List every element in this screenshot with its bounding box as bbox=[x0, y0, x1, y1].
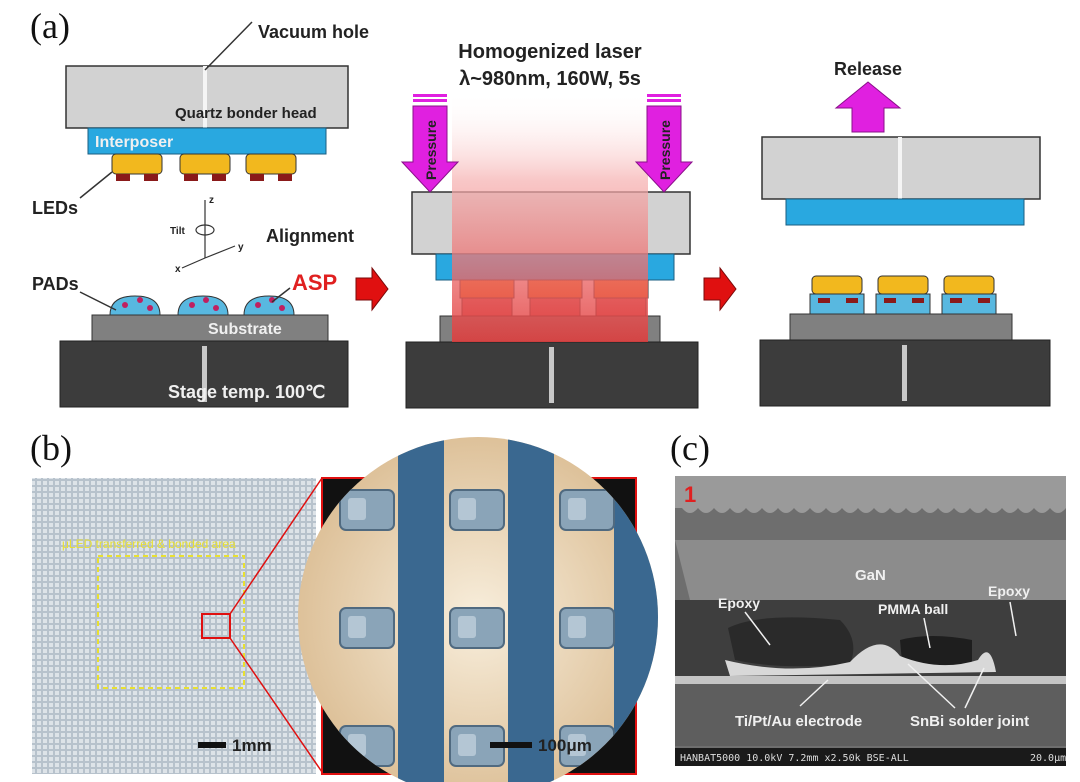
electrode-label: Ti/Pt/Au electrode bbox=[735, 713, 862, 730]
axis-z: z bbox=[209, 195, 214, 206]
led-array-image bbox=[32, 478, 316, 774]
process-arrow-2 bbox=[703, 266, 737, 312]
stage-vacuum-line bbox=[202, 346, 207, 402]
pads-group bbox=[109, 295, 295, 316]
led-bump bbox=[184, 174, 198, 181]
vacuum-hole-label: Vacuum hole bbox=[258, 22, 369, 42]
stage-vacuum-line-3 bbox=[902, 345, 907, 401]
sem-number: 1 bbox=[684, 482, 696, 507]
stage-temp-label: Stage temp. 100℃ bbox=[168, 382, 325, 402]
solder-label: SnBi solder joint bbox=[910, 713, 1029, 730]
panel-label-a: (a) bbox=[30, 6, 70, 46]
step-1: Vacuum hole Quartz bonder head Interpose… bbox=[32, 21, 369, 408]
pmma-label: PMMA ball bbox=[878, 601, 948, 617]
process-arrow-1 bbox=[355, 266, 389, 312]
panel-label-b: (b) bbox=[30, 428, 72, 468]
zoom-line-top bbox=[229, 477, 323, 615]
solder-leader-1 bbox=[907, 663, 956, 709]
panel-label-c: (c) bbox=[670, 428, 710, 468]
laser-line-1: Homogenized laser bbox=[458, 41, 642, 63]
panel-a: (a) Vacuum hole Quartz bonder head Inter… bbox=[30, 6, 1051, 409]
scale-label-1: 1mm bbox=[232, 736, 272, 755]
vacuum-channel bbox=[203, 66, 207, 128]
substrate bbox=[91, 314, 329, 342]
pressure-label-left: Pressure bbox=[423, 120, 439, 180]
asp-paste bbox=[177, 295, 229, 316]
led-bump bbox=[116, 174, 130, 181]
interposer bbox=[87, 127, 327, 155]
epoxy-label-right: Epoxy bbox=[988, 583, 1030, 599]
sem-footer-scale: 20.0μm bbox=[1030, 753, 1066, 764]
bonded-area-box bbox=[97, 555, 245, 689]
epoxy-leader-left bbox=[744, 611, 771, 646]
zoom-line-bottom bbox=[229, 637, 323, 773]
led-bump bbox=[250, 174, 264, 181]
sem-top-layer bbox=[675, 476, 1066, 513]
epoxy-label-left: Epoxy bbox=[718, 595, 760, 611]
panel-b: (b) μLED transferred & bonded area 1mm bbox=[30, 428, 658, 782]
sem-electrode bbox=[675, 676, 1066, 684]
axis-y: y bbox=[238, 242, 244, 253]
sem-solder-joint bbox=[725, 644, 996, 676]
asp-paste bbox=[109, 295, 161, 316]
leds-label: LEDs bbox=[32, 198, 78, 218]
led-chip bbox=[179, 153, 231, 175]
axes-icon: z y x Tilt bbox=[170, 195, 244, 275]
sem-gan-layer bbox=[675, 540, 1066, 600]
led-chip bbox=[245, 153, 297, 175]
asp-label: ASP bbox=[292, 270, 337, 295]
scale-bar-2 bbox=[490, 742, 532, 748]
led-bump bbox=[212, 174, 226, 181]
sem-pmma-ball bbox=[900, 636, 972, 667]
led-bump bbox=[278, 174, 292, 181]
leds-group bbox=[111, 153, 297, 181]
vacuum-channel-3 bbox=[898, 137, 902, 199]
led-bump bbox=[144, 174, 158, 181]
bonder-head-label: Quartz bonder head bbox=[175, 105, 317, 122]
sem-footer-bar bbox=[675, 748, 1066, 766]
gan-label: GaN bbox=[855, 567, 886, 584]
alignment-label: Alignment bbox=[266, 226, 354, 246]
scale-bar-1 bbox=[198, 742, 226, 748]
interposer-label: Interposer bbox=[95, 134, 173, 151]
pmma-leader bbox=[923, 617, 931, 649]
scale-label-2: 100μm bbox=[538, 736, 592, 755]
solder-leader-2 bbox=[964, 667, 985, 709]
zoom-box bbox=[201, 613, 231, 639]
sem-substrate bbox=[675, 684, 1066, 746]
tilt-label: Tilt bbox=[170, 226, 185, 237]
leds-leader bbox=[79, 171, 113, 199]
pads-label: PADs bbox=[32, 274, 79, 294]
interposer-3 bbox=[785, 198, 1025, 226]
release-label: Release bbox=[834, 59, 902, 79]
led-chip bbox=[111, 153, 163, 175]
sem-epoxy-1 bbox=[728, 617, 854, 667]
substrate-3 bbox=[789, 313, 1013, 341]
epoxy-leader-right bbox=[1009, 601, 1017, 637]
asp-paste bbox=[243, 295, 295, 316]
panel-c: (c) 1 GaN Epoxy Epoxy PMMA ball Ti/Pt/Au… bbox=[670, 428, 1066, 766]
laser-beam bbox=[452, 92, 648, 342]
bonded-leds bbox=[809, 275, 997, 315]
bonded-area-label: μLED transferred & bonded area bbox=[62, 537, 236, 551]
pressure-arrow-right: Pressure bbox=[634, 94, 694, 193]
pads-leader bbox=[79, 291, 117, 311]
vacuum-hole-leader bbox=[204, 21, 253, 71]
axis-x: x bbox=[175, 264, 181, 275]
laser-line-2: λ~980nm, 160W, 5s bbox=[459, 68, 641, 90]
electrode-leader bbox=[799, 679, 829, 707]
substrate-label: Substrate bbox=[208, 321, 282, 338]
pressure-label-right: Pressure bbox=[657, 120, 673, 180]
release-arrow bbox=[834, 81, 902, 133]
step-3: Release bbox=[759, 59, 1051, 407]
step-2: Homogenized laser λ~980nm, 160W, 5s bbox=[400, 41, 699, 409]
asp-leader bbox=[271, 287, 291, 303]
stage-vacuum-line-2 bbox=[549, 347, 554, 403]
sem-footer-info: HANBAT5000 10.0kV 7.2mm x2.50k BSE-ALL bbox=[680, 753, 909, 764]
pressure-arrow-left: Pressure bbox=[400, 94, 460, 193]
